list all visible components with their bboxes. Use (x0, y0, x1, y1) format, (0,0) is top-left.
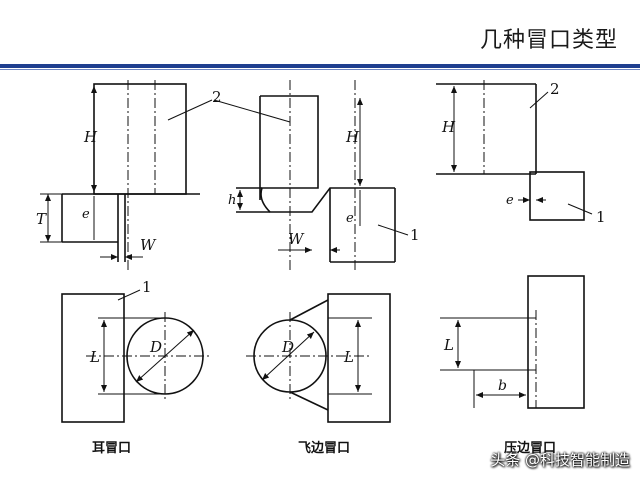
caption-fin-riser: 飞边冒口 (298, 441, 350, 456)
label-L-3: L (443, 336, 454, 354)
page-title: 几种冒口类型 (479, 28, 618, 53)
label-1-a: 1 (410, 226, 420, 244)
label-1-c: 1 (142, 278, 152, 296)
label-D-2: D (281, 338, 294, 356)
pressure-riser-plan-view (440, 275, 585, 409)
label-e-1: e (82, 207, 90, 222)
label-b: b (498, 378, 507, 394)
ear-riser-plan-view (61, 289, 210, 423)
caption-pressure-riser: 压边冒口 (504, 441, 556, 456)
label-T: T (36, 210, 47, 228)
pressure-riser-section-view (436, 80, 593, 221)
riser-types-drawing: H T e W 2 h H e W 1 H 2 e 1 1 L D D L L … (36, 80, 606, 456)
fin-riser-plan-view (246, 293, 391, 423)
header-rule (0, 64, 640, 68)
label-1-b: 1 (596, 208, 606, 226)
ear-riser-section-view (40, 80, 213, 270)
fin-riser-section-view (213, 80, 409, 270)
label-e-2: e (346, 211, 354, 226)
label-D-1: D (149, 338, 162, 356)
label-H-2: H (345, 128, 360, 146)
caption-ear-riser: 耳冒口 (92, 441, 131, 456)
label-H-1: H (83, 128, 98, 146)
label-2-a: 2 (212, 88, 222, 106)
watermark: 头条 @科技智能制造 (490, 451, 630, 469)
header-rule-thin (0, 69, 640, 70)
label-h: h (228, 193, 236, 208)
label-W-1: W (140, 236, 157, 254)
label-H-3: H (441, 118, 456, 136)
label-e-3: e (506, 193, 514, 208)
label-L-1: L (89, 348, 100, 366)
label-2-b: 2 (550, 80, 560, 98)
label-W-2: W (288, 230, 305, 248)
label-L-2: L (343, 348, 354, 366)
